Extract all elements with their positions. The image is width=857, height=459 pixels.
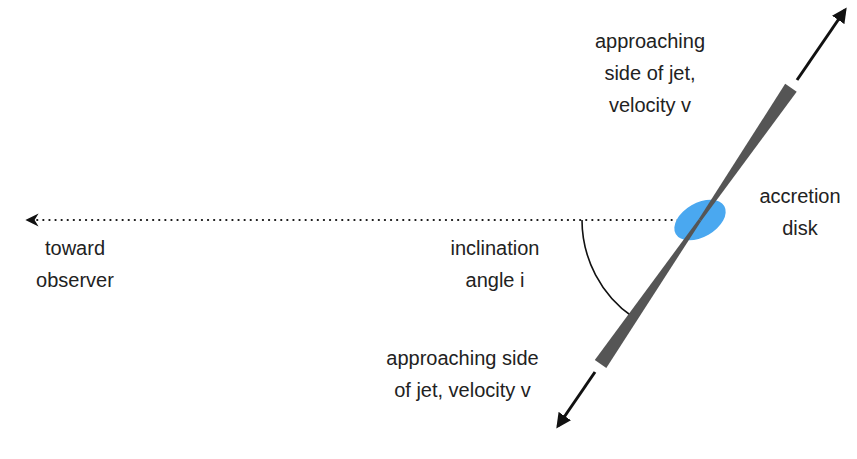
sightline: [28, 219, 690, 221]
jet-cone: [595, 219, 701, 368]
angle-label: inclination angle i: [430, 232, 560, 296]
jet-label: approaching side of jet, velocity v: [385, 342, 540, 406]
jet-label: approaching side of jet, velocity v: [575, 25, 725, 121]
velocity-arrow: [797, 10, 845, 80]
disk-label: accretion disk: [748, 180, 852, 244]
observer-label: toward observer: [10, 232, 140, 296]
velocity-arrow: [558, 372, 595, 426]
angle-arc: [582, 220, 633, 317]
